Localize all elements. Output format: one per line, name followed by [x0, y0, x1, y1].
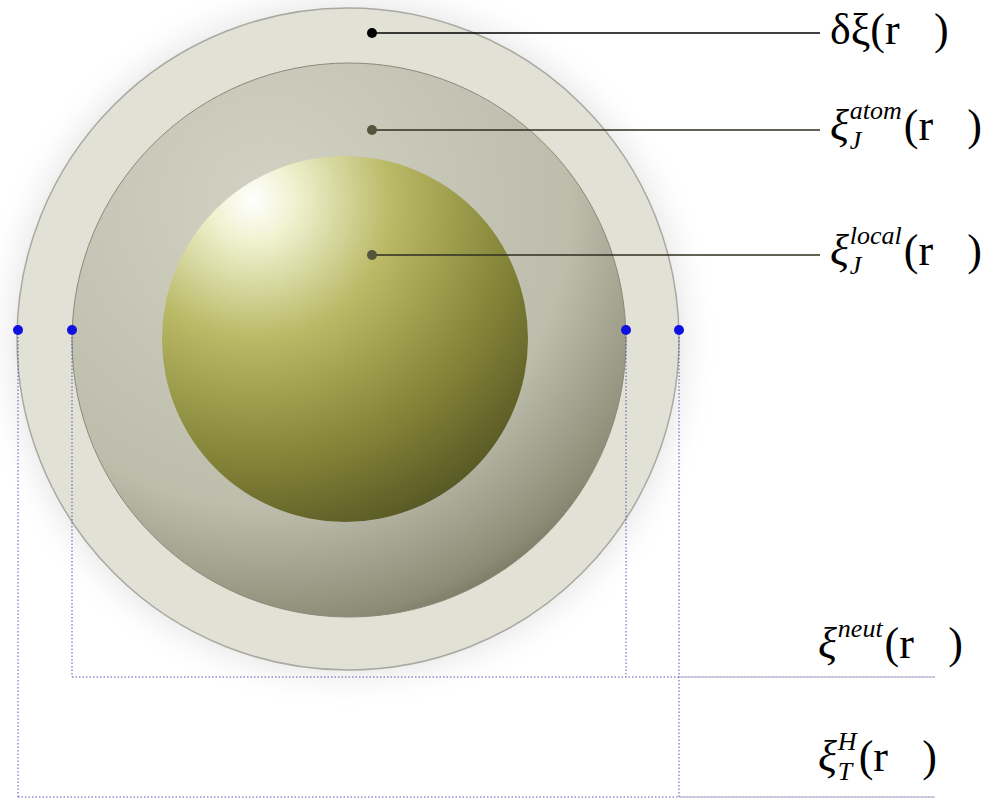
atom-shell: [72, 63, 626, 617]
dimension-line: [72, 677, 935, 678]
outer-shell: [17, 8, 679, 670]
leader-dot: [367, 250, 377, 260]
formula-index: T: [838, 759, 852, 785]
dimension-underline: [680, 796, 935, 798]
dimension-line: [626, 330, 627, 677]
radius-markers: [13, 325, 684, 335]
formula-argument: (r⃗): [904, 229, 982, 273]
radius-dot: [13, 325, 23, 335]
formula-symbol: ξ: [830, 229, 849, 273]
leader-line: [372, 254, 820, 256]
formula-index: J: [850, 128, 862, 154]
dimension-line: [18, 797, 935, 798]
formula-argument: (r⃗): [885, 622, 963, 666]
leader-line: [372, 129, 820, 131]
formula-symbol: δξ(r⃗): [830, 8, 949, 52]
dimension-line: [18, 330, 19, 797]
formula-symbol: ξ: [830, 104, 849, 148]
formula-index: local: [850, 223, 902, 249]
radius-dot: [67, 325, 77, 335]
formula-symbol: ξ: [818, 622, 837, 666]
leader-line: [372, 32, 820, 34]
dimension-lines: [18, 330, 935, 797]
formula-argument: (r⃗): [904, 104, 982, 148]
dimension-underline: [680, 676, 935, 678]
formula-index: atom: [850, 98, 902, 124]
radius-dot: [674, 325, 684, 335]
local-core: [162, 156, 528, 522]
dimension-line: [679, 330, 680, 797]
formula-argument: (r⃗): [859, 735, 937, 779]
dimension-line: [72, 330, 73, 677]
leader-dot: [367, 125, 377, 135]
formula-index: J: [850, 253, 862, 279]
radius-dot: [621, 325, 631, 335]
formula-index: neut: [838, 616, 883, 642]
formula-index: H: [838, 729, 857, 755]
formula-symbol: ξ: [818, 735, 837, 779]
shadow-glow: [0, 0, 720, 711]
leader-dot: [367, 28, 377, 38]
